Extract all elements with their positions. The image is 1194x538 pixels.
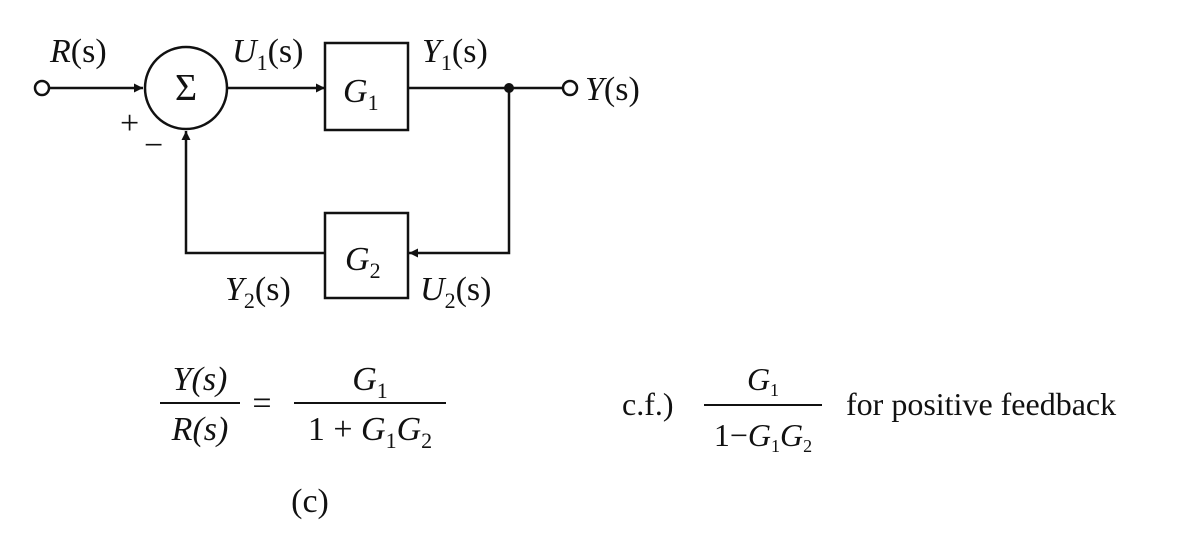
tf-equals: = — [252, 385, 271, 422]
cf-numerator: G1 — [747, 361, 779, 400]
y2-signal-line — [181, 131, 325, 255]
tf-lhs-denominator: R(s) — [171, 411, 229, 448]
cf-prefix: c.f.) — [622, 386, 674, 422]
g2-block — [323, 211, 410, 300]
summing-symbol: Σ — [175, 67, 197, 109]
output-terminal — [561, 79, 579, 97]
tf-lhs-numerator: Y(s) — [173, 361, 228, 398]
tf-rhs-denominator: 1 + G1G2 — [308, 411, 432, 453]
cf-denominator: 1−G1G2 — [714, 417, 812, 456]
g1-label: G1 — [343, 73, 379, 115]
y2-label: Y2(s) — [225, 271, 291, 313]
g1-block — [323, 41, 410, 132]
transfer-function: Y(s) R(s) = G1 1 + G1G2 — [160, 361, 446, 453]
input-terminal — [33, 79, 51, 97]
cf-note: for positive feedback — [846, 386, 1116, 422]
minus-sign: − — [144, 127, 163, 164]
g2-label: G2 — [345, 241, 381, 283]
output-label: Y(s) — [585, 71, 640, 108]
input-label: R(s) — [49, 33, 107, 70]
figure-caption: (c) — [291, 483, 329, 520]
y1-label: Y1(s) — [422, 33, 488, 75]
plus-sign: + — [120, 105, 139, 142]
positive-feedback-comparison: c.f.) G1 1−G1G2 for positive feedback — [622, 361, 1116, 456]
u1-label: U1(s) — [232, 33, 303, 75]
tf-rhs-numerator: G1 — [352, 361, 388, 403]
u2-signal-line — [409, 88, 511, 258]
u2-label: U2(s) — [420, 271, 491, 313]
